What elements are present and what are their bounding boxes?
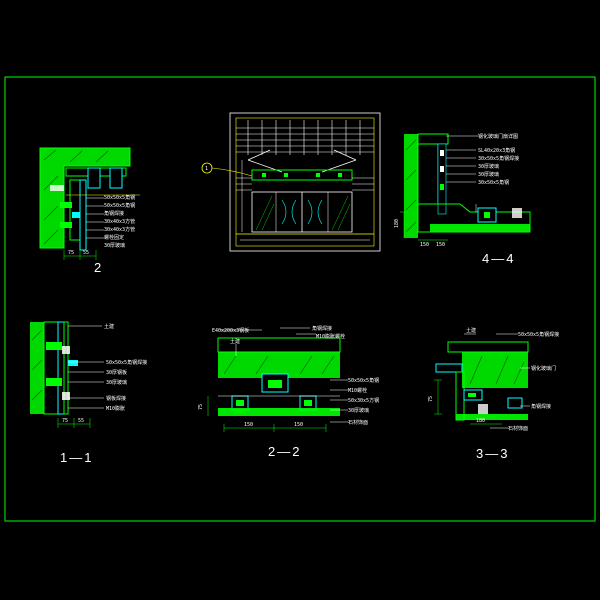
detail-4-4-note: 30厚玻璃 — [478, 171, 499, 178]
elevation-callout-number: 1 — [205, 166, 208, 172]
detail-2-2-note: 角钢焊接 — [312, 325, 332, 332]
detail-1-1-dim: 75 — [62, 418, 68, 424]
detail-3-3-dim: 75 — [428, 396, 434, 402]
detail-3-3-note: 角钢焊接 — [531, 403, 551, 410]
detail-4-4-dim: 150 — [436, 242, 445, 248]
detail-2-2-note: 50x30x5方钢 — [348, 397, 379, 404]
detail-3-3-note: 50x50x5角钢焊接 — [518, 331, 559, 338]
detail-3-3-title: 3—3 — [476, 446, 510, 461]
detail-1-1-note: 30厚玻璃 — [106, 379, 127, 386]
detail-3-3-drawing — [434, 333, 530, 429]
detail-2-2-note: 土建 — [230, 338, 240, 345]
detail-4-4-note: 钢化玻璃门扇详图 — [478, 133, 518, 140]
detail-1-1-note: 钢板焊接 — [106, 395, 126, 402]
detail-1-1-title: 1—1 — [60, 450, 94, 465]
detail-2-2-note: E40x200x3钢板 — [212, 327, 249, 334]
detail-2-2-note: M10螺栓 — [348, 387, 367, 394]
detail-4-4-note: 30x50x5角钢焊接 — [478, 155, 519, 162]
detail-3-3-dim: 180 — [476, 418, 485, 424]
detail-2-note: 螺栓固定 — [104, 234, 124, 241]
detail-3-3-note: 土建 — [466, 327, 476, 334]
detail-2-note: 30厚玻璃 — [104, 242, 125, 249]
detail-2-note: 角钢焊接 — [104, 210, 124, 217]
detail-4-4-note: 30厚玻璃 — [478, 163, 499, 170]
detail-4-4-drawing — [400, 133, 531, 241]
sheet-frame — [4, 76, 596, 522]
detail-4-4-dim: 150 — [420, 242, 429, 248]
detail-3-3-note: 钢化玻璃门 — [531, 365, 556, 372]
detail-2-2-note: M10膨胀螺栓 — [316, 333, 345, 340]
detail-1-1-note: 50x50x5角钢焊接 — [106, 359, 147, 366]
elevation-drawing — [201, 112, 381, 252]
detail-2-dim: 55 — [83, 250, 89, 256]
detail-1-1-drawing — [30, 321, 104, 428]
detail-1-1-note: 土建 — [104, 323, 114, 330]
detail-2-dim: 75 — [68, 250, 74, 256]
detail-3-3-note: 石材饰面 — [508, 425, 528, 432]
detail-2-title: 2 — [94, 260, 104, 275]
detail-2-2-note: 30厚玻璃 — [348, 407, 369, 414]
detail-4-4-dim: 180 — [394, 219, 400, 228]
detail-2-2-dim: 75 — [198, 404, 204, 410]
detail-2-note: 50x50x5角钢 — [104, 194, 135, 201]
detail-4-4-title: 4—4 — [482, 251, 516, 266]
detail-1-1-note: 30厚钢板 — [106, 369, 127, 376]
detail-2-2-dim: 150 — [294, 422, 303, 428]
detail-2-note: 30x40x3方管 — [104, 218, 135, 225]
detail-2-2-note: 石材饰面 — [348, 419, 368, 426]
detail-2-2-note: 50x50x5角钢 — [348, 377, 379, 384]
detail-2-2-drawing — [207, 327, 348, 432]
detail-2-2-dim: 150 — [244, 422, 253, 428]
detail-2-note: 50x50x5角钢 — [104, 202, 135, 209]
detail-1-1-dim: 55 — [78, 418, 84, 424]
detail-1-1-note: M10膨胀 — [106, 405, 125, 412]
detail-2-drawing — [39, 147, 140, 260]
detail-2-2-title: 2—2 — [268, 444, 302, 459]
detail-4-4-note: 30x50x5角钢 — [478, 179, 509, 186]
detail-4-4-note: SL40x20x3角钢 — [478, 147, 515, 154]
detail-2-note: 30x40x3方管 — [104, 226, 135, 233]
